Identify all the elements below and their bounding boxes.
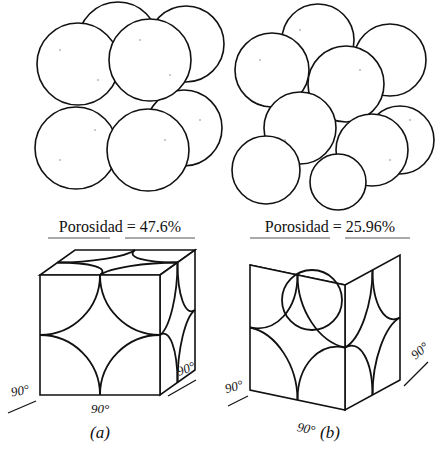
figure-caption: (b) — [320, 424, 340, 443]
angle-label: 90° — [175, 359, 197, 379]
figure-caption: (a) — [90, 424, 110, 443]
rhombohedral-unit-cell — [250, 255, 400, 410]
underline-strokes — [48, 238, 410, 239]
angle-label: 90° — [10, 383, 30, 400]
porosity-value: Porosidad = 47.6% — [59, 218, 181, 236]
cubic-spheres — [35, 2, 224, 191]
angle-label: 90° — [91, 402, 109, 416]
porosity-value: Porosidad = 25.96% — [265, 218, 395, 236]
stipple — [259, 29, 411, 161]
angle-label: 90° — [408, 340, 431, 363]
angle-label: 90° — [223, 378, 244, 397]
cubic-unit-cell — [40, 250, 195, 395]
angle-label: 90° — [296, 420, 317, 438]
stipple — [59, 39, 201, 161]
angle-ticks — [8, 362, 428, 413]
rhombohedral-spheres — [232, 4, 434, 210]
